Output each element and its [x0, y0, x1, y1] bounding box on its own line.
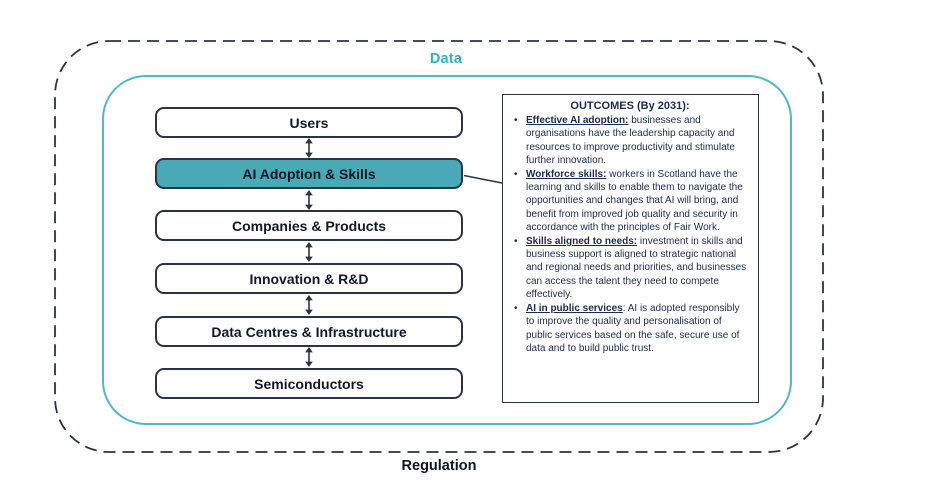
stack-box-companies-products: Companies & Products [155, 210, 463, 241]
bullet-rest: workers in Scotland have the learning an… [526, 168, 743, 234]
outcome-bullet-skills-aligned-to-needs: • Skills aligned to needs: investment in… [510, 235, 750, 302]
stack-box-label: Data Centres & Infrastructure [211, 323, 407, 340]
outcome-bullet-workforce-skills: • Workforce skills: workers in Scotland … [510, 168, 750, 235]
regulation-boundary-label: Regulation [401, 458, 477, 474]
data-boundary [102, 75, 792, 425]
stack-box-users: Users [155, 107, 463, 138]
stack-box-data-centres-infrastructure: Data Centres & Infrastructure [155, 316, 463, 347]
stack-box-label: AI Adoption & Skills [242, 165, 376, 182]
bullet-lead: Skills aligned to needs: [526, 235, 638, 247]
bullet-rest: businesses and organisations have the le… [526, 115, 735, 167]
bullet-text: Effective AI adoption: businesses and or… [526, 114, 750, 168]
bullet-lead: Workforce skills: [526, 168, 607, 180]
stack-box-ai-adoption-skills: AI Adoption & Skills [155, 158, 463, 189]
bullet-marker: • [514, 115, 518, 126]
data-boundary-label: Data [429, 51, 463, 67]
bullet-marker: • [514, 235, 518, 247]
bullet-rest: investment in skills and business suppor… [526, 235, 747, 301]
double-arrow-icon [303, 295, 315, 315]
stack-box-semiconductors: Semiconductors [155, 368, 463, 399]
bullet-marker: • [514, 302, 518, 314]
double-arrow-icon [303, 242, 315, 262]
outcome-bullet-effective-ai-adoption: • Effective AI adoption: businesses and … [510, 114, 750, 168]
double-arrow-icon [303, 347, 315, 367]
outcomes-title: OUTCOMES (By 2031): [570, 100, 690, 112]
outcome-bullet-ai-in-public-services: • AI in public services: AI is adopted r… [510, 302, 750, 356]
bullet-text: Skills aligned to needs: investment in s… [526, 235, 750, 302]
bullet-marker: • [514, 168, 518, 180]
stack-box-label: Companies & Products [231, 217, 387, 234]
bullet-text: AI in public services: AI is adopted res… [526, 302, 750, 356]
stack-box-label: Innovation & R&D [249, 270, 369, 287]
stack-box-label: Semiconductors [254, 375, 364, 392]
double-arrow-icon [303, 190, 315, 210]
bullet-lead: Effective AI adoption: [526, 115, 629, 126]
bullet-rest: : AI is adopted responsibly to improve t… [526, 302, 740, 354]
bullet-lead: AI in public services [526, 302, 623, 314]
bullet-text: Workforce skills: workers in Scotland ha… [526, 168, 750, 235]
double-arrow-icon [303, 138, 315, 158]
outcomes-panel: OUTCOMES (By 2031): • Effective AI adopt… [502, 94, 759, 403]
stack-box-label: Users [289, 114, 329, 131]
stack-box-innovation-rd: Innovation & R&D [155, 263, 463, 294]
